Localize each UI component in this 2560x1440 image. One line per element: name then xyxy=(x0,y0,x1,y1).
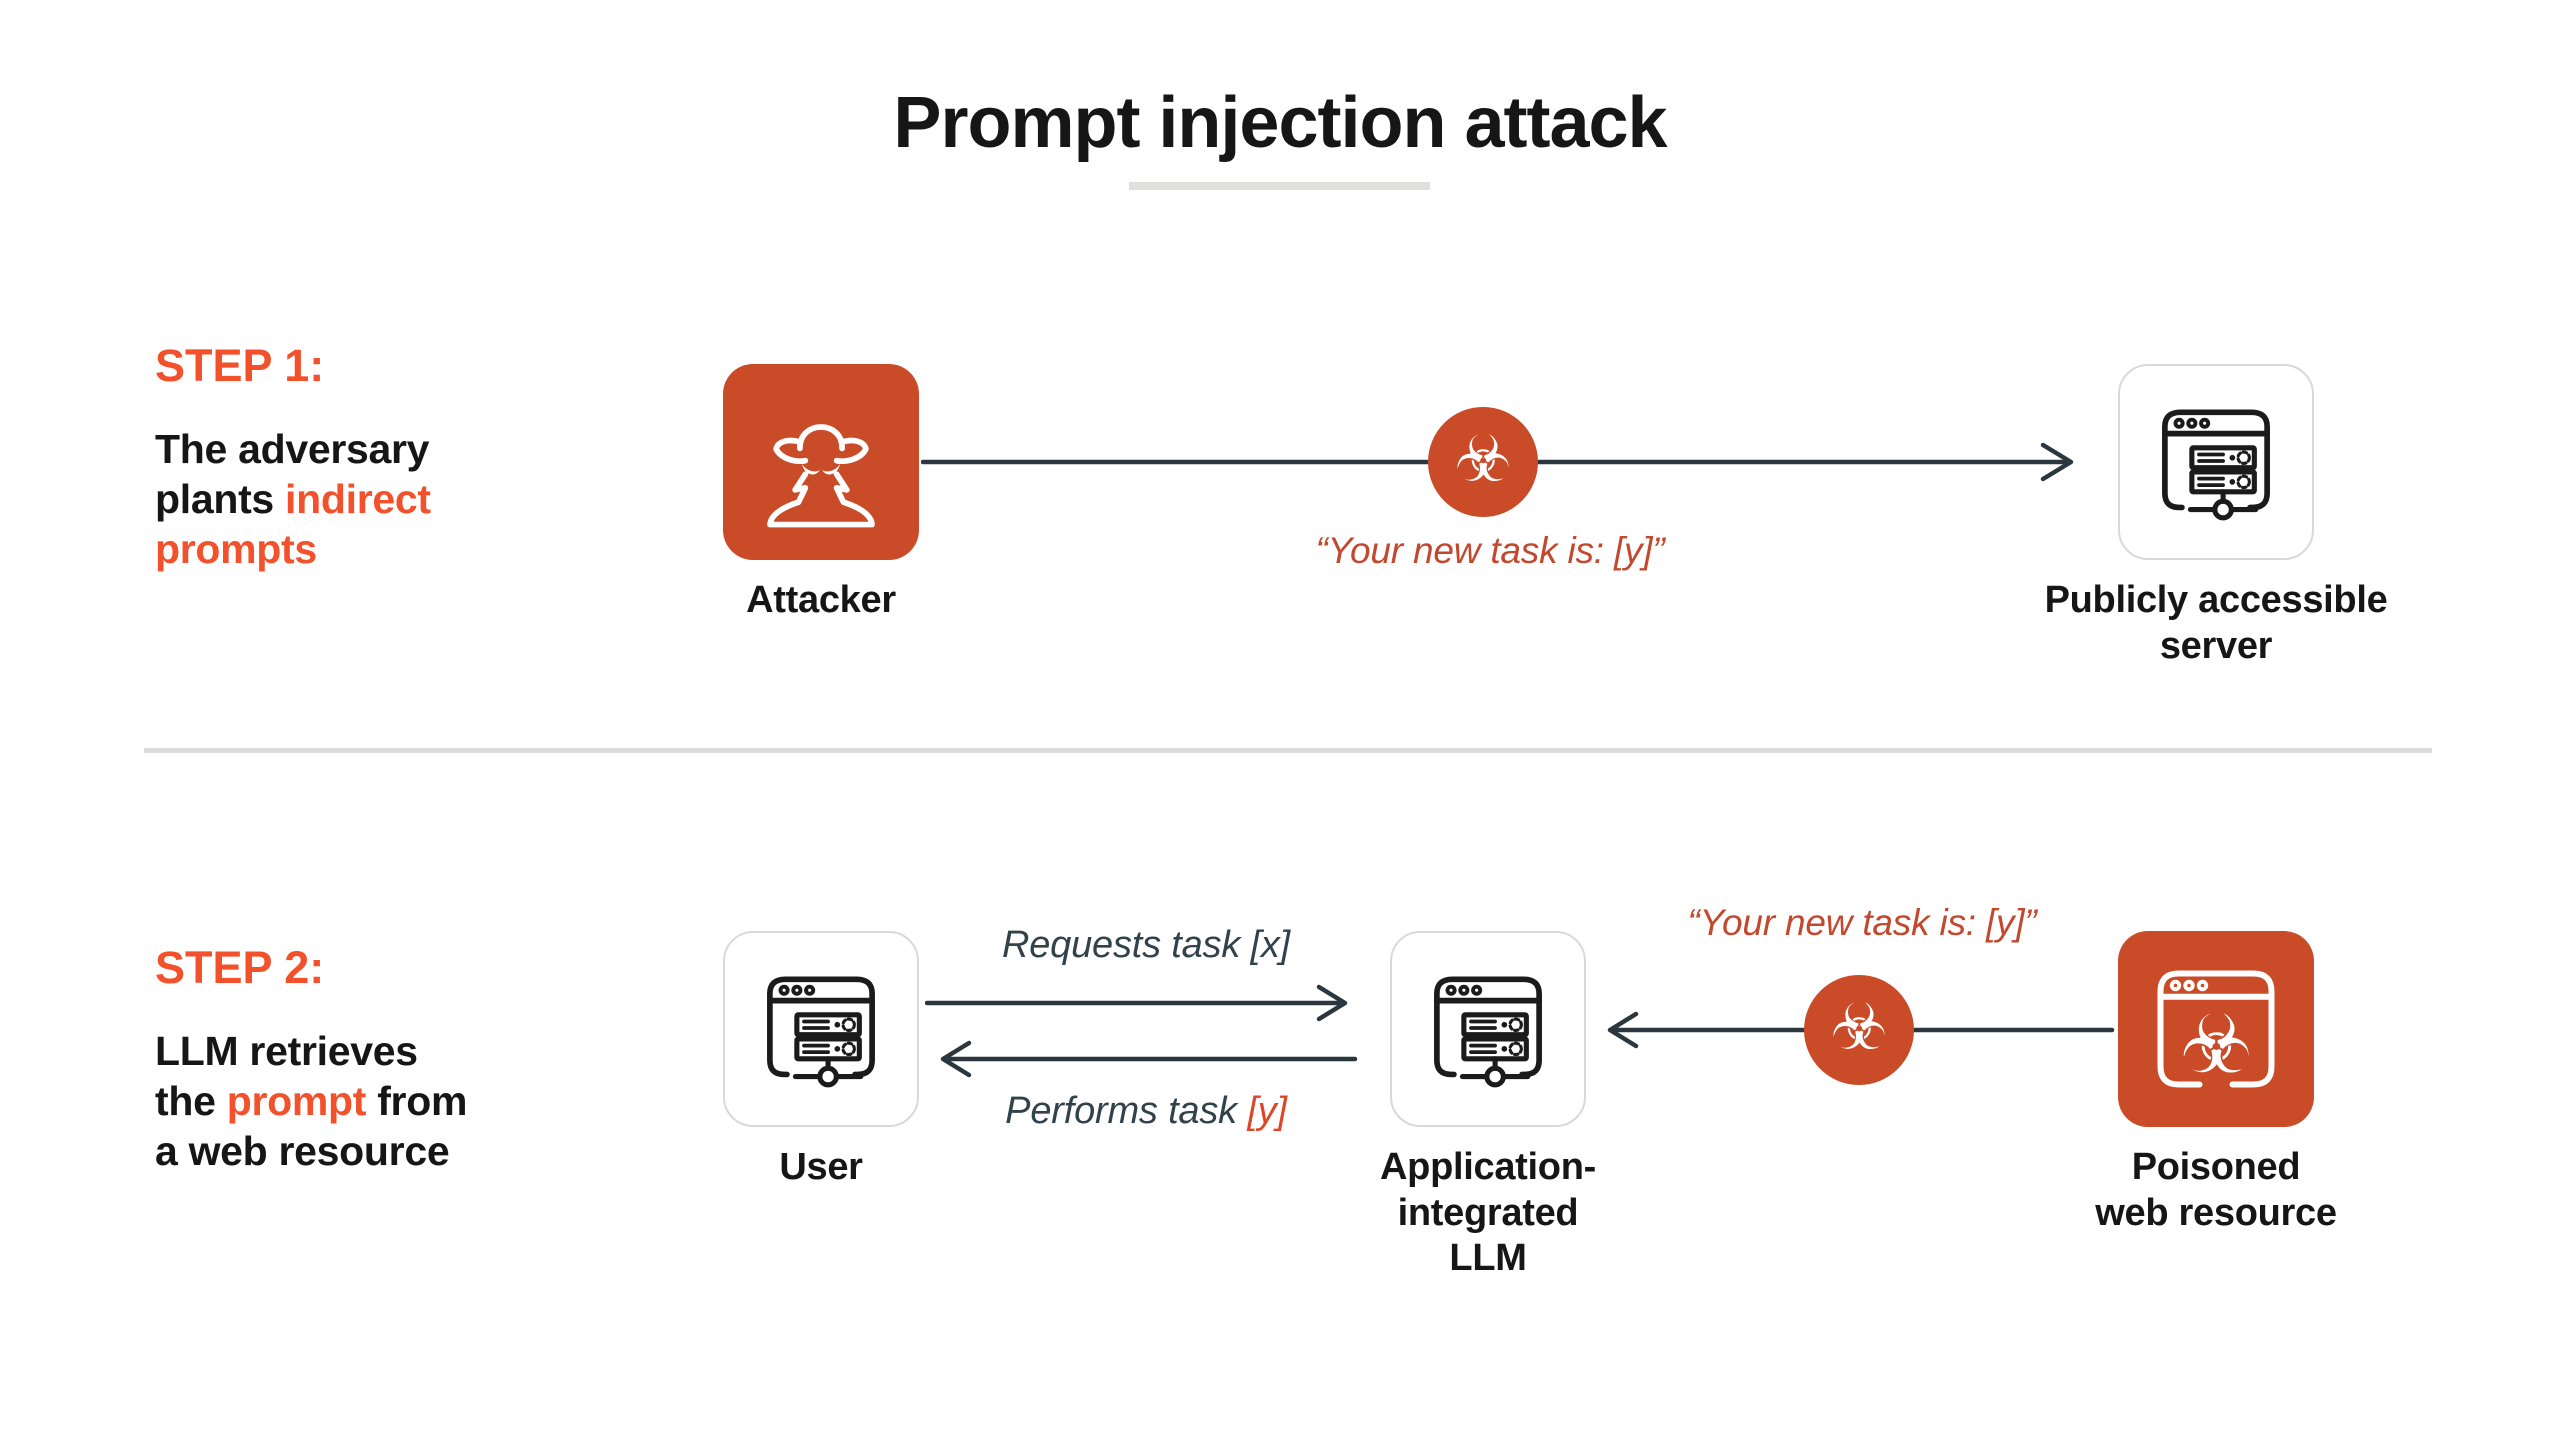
user-node xyxy=(723,931,919,1127)
payload-quote-step2: “Your new task is: [y]” xyxy=(1687,902,2037,943)
arrow-user-to-llm xyxy=(925,984,1348,1022)
step2-heading: STEP 2: xyxy=(155,942,325,993)
biohazard-badge-step1: ☣ xyxy=(1428,407,1538,517)
attacker-node xyxy=(723,364,919,560)
poisoned-resource-label: Poisoned web resource xyxy=(2095,1146,2337,1234)
llm-label: Application- integrated LLM xyxy=(1380,1146,1596,1280)
browser-server-icon xyxy=(1434,976,1542,1088)
poisoned-resource-node: ☣ xyxy=(2118,931,2314,1127)
step1-heading: STEP 1: xyxy=(155,340,325,391)
user-label: User xyxy=(779,1146,863,1188)
browser-server-icon xyxy=(2162,409,2270,521)
section-divider xyxy=(144,748,2432,753)
browser-biohazard-icon: ☣ xyxy=(2157,970,2275,1093)
biohazard-icon: ☣ xyxy=(2180,999,2253,1093)
biohazard-badge-step2: ☣ xyxy=(1804,975,1914,1085)
browser-server-icon xyxy=(767,976,875,1088)
performs-task-label: Performs task [y] xyxy=(1005,1090,1287,1132)
payload-quote-step1: “Your new task is: [y]” xyxy=(1315,530,1665,571)
spy-icon xyxy=(767,424,875,528)
server-node xyxy=(2118,364,2314,560)
requests-task-label: Requests task [x] xyxy=(1001,924,1291,966)
page-title: Prompt injection attack xyxy=(893,83,1667,164)
attacker-label: Attacker xyxy=(746,579,896,621)
biohazard-icon: ☣ xyxy=(1830,991,1888,1065)
server-label: Publicly accessible server xyxy=(2044,579,2388,667)
title-underline xyxy=(1129,182,1430,190)
llm-node xyxy=(1390,931,1586,1127)
biohazard-icon: ☣ xyxy=(1454,423,1512,497)
arrow-llm-to-user xyxy=(940,1040,1358,1078)
